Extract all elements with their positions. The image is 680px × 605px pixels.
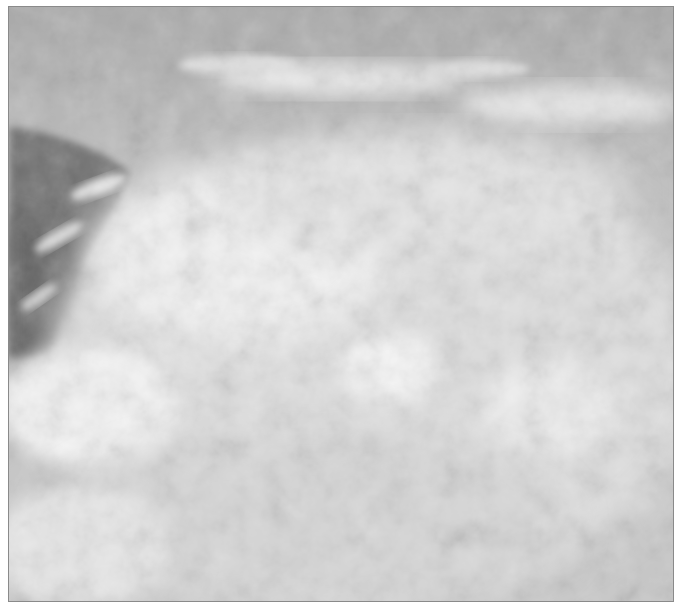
cloud-texture — [9, 7, 673, 601]
satellite-photo — [8, 6, 674, 602]
cloud-scene — [9, 7, 673, 601]
